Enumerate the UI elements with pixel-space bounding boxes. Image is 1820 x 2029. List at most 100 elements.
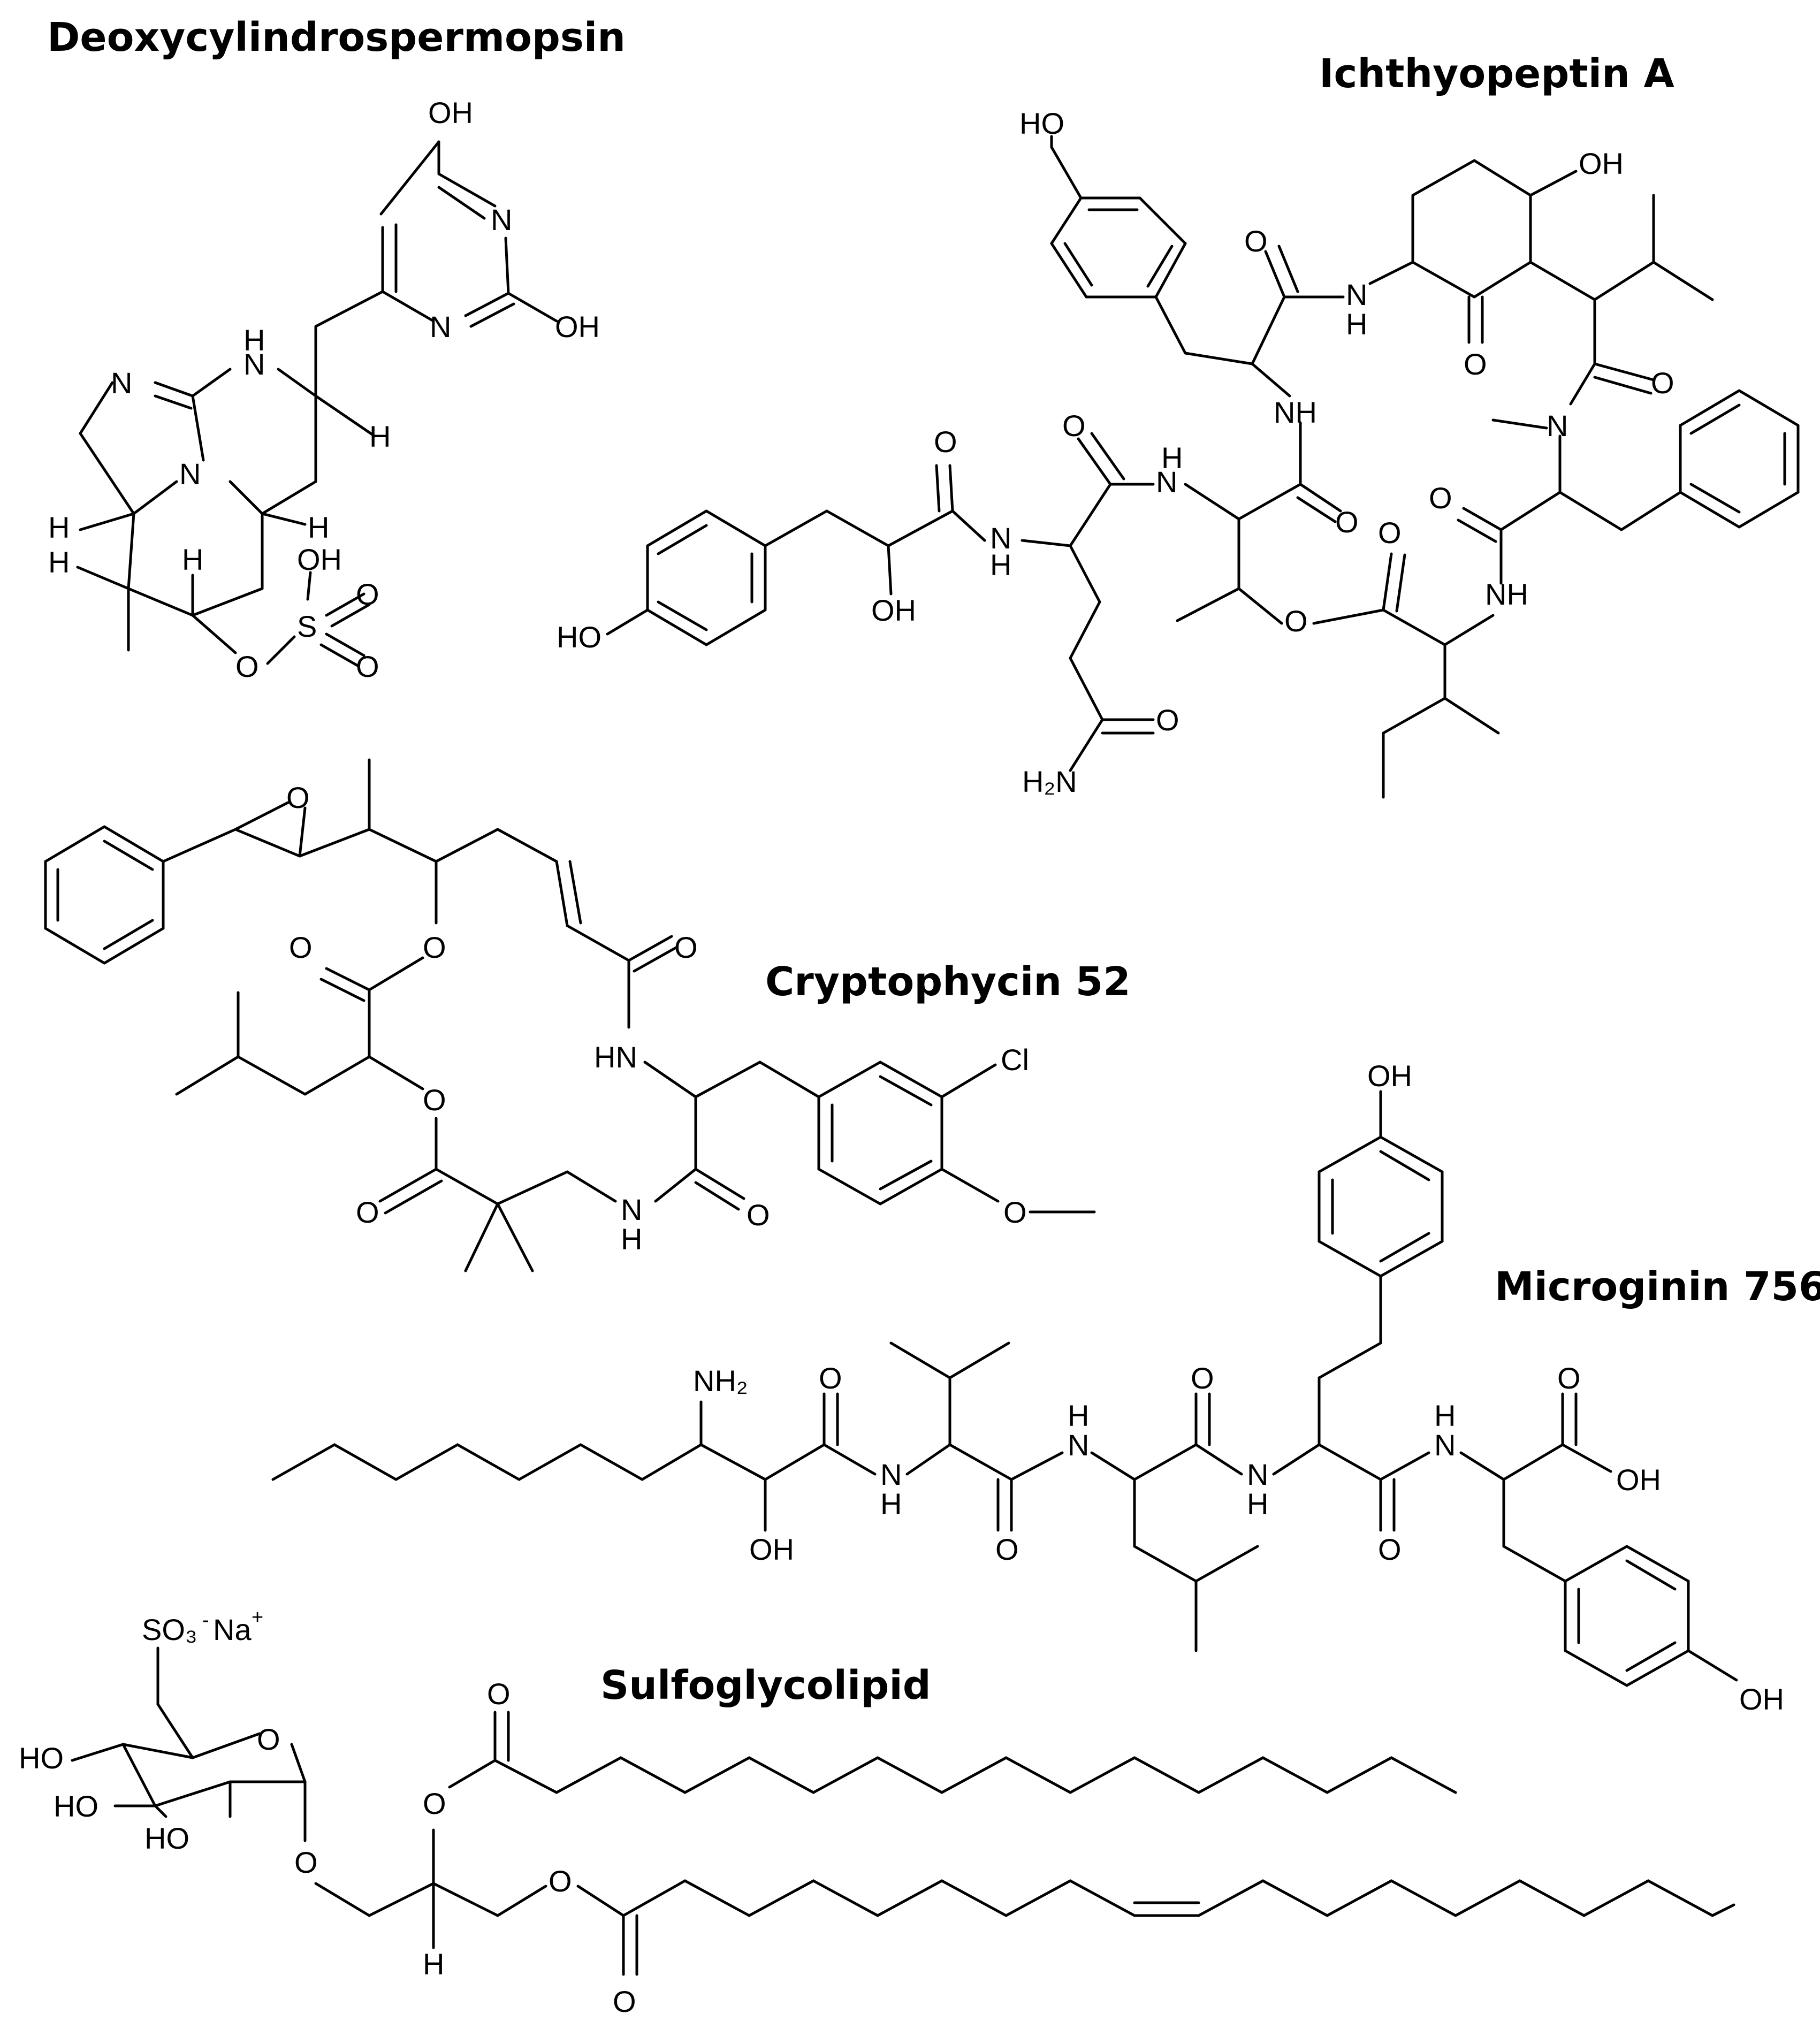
bonds-ichthyopeptin-a <box>606 135 1800 799</box>
atom-o: O <box>1003 1195 1027 1229</box>
atom-o: O <box>286 781 310 814</box>
atom-h: H <box>1161 441 1183 475</box>
bonds-microginin-756 <box>271 1090 1738 1687</box>
structure-microginin-756: OH NH₂ O O O H N H N OH N H N H OH O O O… <box>271 1059 1784 1716</box>
atom-n: N <box>1247 1458 1268 1491</box>
bonds-sulfoglycolipid <box>71 1646 1735 1976</box>
atom-h: H <box>990 548 1011 582</box>
atom-o: O <box>1378 1532 1402 1566</box>
atom-o: O <box>1062 409 1086 443</box>
atom-o: O <box>1156 703 1179 737</box>
atom-o: O <box>423 1083 446 1117</box>
atom-o: O <box>1284 604 1308 638</box>
atom-n: N <box>430 310 451 344</box>
atom-o: O <box>289 930 313 964</box>
atom-o: O <box>423 1787 446 1820</box>
structure-sulfoglycolipid: SO₃ - Na + O O HO HO HO O O O H O <box>19 1606 1735 2018</box>
atom-o: O <box>1244 224 1268 258</box>
atom-s: S <box>297 609 317 643</box>
atom-o: O <box>747 1198 770 1232</box>
atom-ho: HO <box>19 1741 64 1775</box>
atom-o: O <box>995 1532 1019 1566</box>
atom-oh: OH <box>749 1532 794 1566</box>
charge-minus: - <box>202 1609 209 1631</box>
atom-h: H <box>48 545 70 579</box>
atom-ho: HO <box>144 1821 189 1855</box>
atom-hn: HN <box>594 1040 637 1074</box>
atom-n: N <box>1547 409 1568 443</box>
atom-ho: HO <box>1019 106 1064 140</box>
atom-ho: HO <box>557 620 601 654</box>
atom-o: O <box>356 650 379 683</box>
atom-h: H <box>182 543 203 576</box>
atom-h: H <box>423 1947 444 1981</box>
atom-oh: OH <box>555 310 600 344</box>
atom-h: H <box>1068 1399 1089 1432</box>
atom-oh: OH <box>1616 1463 1661 1497</box>
atom-oh: OH <box>297 543 342 576</box>
atom-n: N <box>1346 278 1367 311</box>
charge-plus: + <box>252 1606 263 1629</box>
atom-o: O <box>549 1864 572 1898</box>
atom-o: O <box>934 425 957 459</box>
atom-o: O <box>235 650 259 683</box>
atom-nh: NH <box>1485 577 1528 611</box>
atom-n: N <box>1068 1428 1089 1462</box>
atom-h: H <box>1346 307 1367 341</box>
atom-o: O <box>356 577 379 611</box>
atom-o: O <box>674 930 698 964</box>
atom-o: O <box>487 1677 511 1711</box>
title-deoxycylindrospermopsin: Deoxycylindrospermopsin <box>47 14 626 60</box>
atom-n: N <box>243 347 265 381</box>
atom-n: N <box>621 1193 642 1226</box>
atom-n: N <box>111 366 132 400</box>
atom-h: H <box>243 323 265 357</box>
atom-o: O <box>1464 347 1487 381</box>
atoms-cryptophycin-52: O O O O HN Cl O O N H O O <box>286 781 1029 1256</box>
atom-o: O <box>423 930 446 964</box>
atom-h: H <box>880 1487 902 1521</box>
atom-n: N <box>491 203 512 237</box>
atom-oh: OH <box>1579 147 1624 180</box>
atom-o: O <box>356 1195 379 1229</box>
bonds-deoxycylindrospermopsin <box>76 140 558 668</box>
title-cryptophycin-52: Cryptophycin 52 <box>765 959 1131 1005</box>
atom-nh2: NH₂ <box>693 1364 748 1398</box>
atom-h: H <box>1247 1487 1268 1521</box>
atom-h2n: H₂N <box>1022 765 1077 798</box>
title-sulfoglycolipid: Sulfoglycolipid <box>600 1662 931 1708</box>
atom-oh: OH <box>1739 1682 1784 1716</box>
atom-o: O <box>1557 1361 1581 1395</box>
structure-ichthyopeptin-a: HO OH O N H O O NH N O O H N O O O N H N… <box>557 106 1800 799</box>
structure-deoxycylindrospermopsin: OH N OH N N H H N N H H H H OH S O O O <box>48 96 600 683</box>
bonds-cryptophycin-52 <box>44 758 1096 1272</box>
atom-h: H <box>621 1222 642 1256</box>
atom-oh: OH <box>871 593 916 627</box>
atoms-ichthyopeptin-a: HO OH O N H O O NH N O O H N O O O N H N… <box>557 106 1674 798</box>
atom-h: H <box>48 510 70 544</box>
atoms-sulfoglycolipid: SO₃ - Na + O O HO HO HO O O O H O <box>19 1606 636 2018</box>
atom-n: N <box>179 457 201 491</box>
atom-n: N <box>1156 465 1177 499</box>
atom-o: O <box>613 1985 636 2018</box>
atom-o: O <box>1429 481 1452 515</box>
atom-ho: HO <box>54 1789 98 1823</box>
atom-o: O <box>1378 516 1402 550</box>
atom-na: Na <box>213 1613 252 1646</box>
atom-o: O <box>1191 1361 1214 1395</box>
atom-n: N <box>1434 1428 1456 1462</box>
atom-nh: NH <box>1274 395 1317 429</box>
structure-cryptophycin-52: O O O O HN Cl O O N H O O <box>44 758 1096 1272</box>
atom-o: O <box>294 1845 318 1879</box>
atom-o: O <box>819 1361 842 1395</box>
atom-oh: OH <box>428 96 473 129</box>
atom-oh: OH <box>1367 1059 1412 1093</box>
atom-h: H <box>1434 1399 1456 1432</box>
atom-n: N <box>880 1458 902 1491</box>
title-microginin-756: Microginin 756 <box>1495 1264 1820 1310</box>
atom-cl: Cl <box>1001 1043 1029 1077</box>
atom-o: O <box>1651 366 1674 400</box>
atom-o: O <box>257 1722 280 1756</box>
atom-so3: SO₃ <box>142 1613 197 1646</box>
